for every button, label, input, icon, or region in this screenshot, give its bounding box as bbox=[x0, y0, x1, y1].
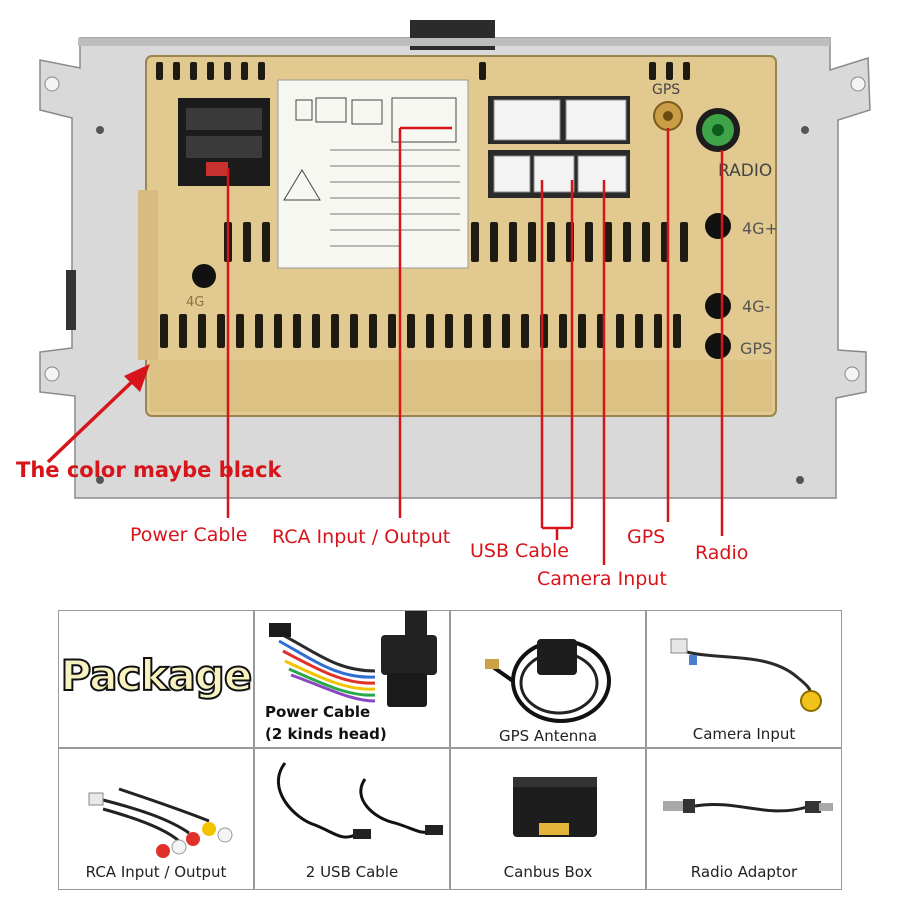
vent-slot bbox=[160, 314, 168, 348]
vent-slot bbox=[207, 62, 214, 80]
vent-slot bbox=[274, 314, 282, 348]
vent-slot bbox=[642, 222, 650, 262]
gps-antenna-caption: GPS Antenna bbox=[498, 727, 598, 745]
vent-slot bbox=[616, 314, 624, 348]
usb-callout: USB Cable bbox=[470, 540, 569, 562]
gps-antenna-image bbox=[485, 639, 611, 723]
vent-slot bbox=[509, 222, 517, 262]
vent-slot bbox=[483, 314, 491, 348]
usb-cable-caption: 2 USB Cable bbox=[305, 863, 399, 881]
power-cable-callout: Power Cable bbox=[130, 524, 248, 546]
gps-connector bbox=[653, 101, 683, 131]
vent-slot bbox=[445, 314, 453, 348]
spec-sticker bbox=[277, 79, 469, 269]
color-note: The color maybe black bbox=[16, 458, 282, 482]
gps-callout: GPS bbox=[627, 526, 666, 548]
vent-slot bbox=[666, 62, 673, 80]
package-item-canbus-box: Canbus Box bbox=[450, 748, 646, 890]
vent-slot bbox=[173, 62, 180, 80]
radio-adaptor-caption: Radio Adaptor bbox=[690, 863, 798, 881]
camera-input-caption: Camera Input bbox=[692, 725, 796, 743]
vent-slot bbox=[559, 314, 567, 348]
vent-slot bbox=[604, 222, 612, 262]
camera-input-image bbox=[670, 638, 822, 712]
gps-lower-marking: GPS bbox=[740, 339, 772, 358]
vent-slot bbox=[258, 62, 265, 80]
vent-slot bbox=[547, 222, 555, 262]
power-cable-caption-line2: (2 kinds head) bbox=[265, 725, 387, 743]
vent-slot bbox=[673, 314, 681, 348]
rca-cable-image bbox=[88, 787, 233, 858]
vent-slot bbox=[471, 222, 479, 262]
antenna-holes bbox=[192, 213, 731, 359]
vent-slot bbox=[464, 314, 472, 348]
4g-plus-marking: 4G+ bbox=[742, 219, 778, 238]
vent-slot bbox=[479, 62, 486, 80]
vent-slot bbox=[623, 222, 631, 262]
power-cable-image bbox=[269, 611, 437, 707]
vent-slot bbox=[217, 314, 225, 348]
vent-slot bbox=[224, 62, 231, 80]
power-cable-caption: Power Cable (2 kinds head) bbox=[265, 701, 387, 745]
4g-minus-marking: 4G- bbox=[742, 297, 770, 316]
power-cable-caption-line1: Power Cable bbox=[265, 703, 371, 721]
power-connector bbox=[178, 98, 270, 186]
callout-lines bbox=[226, 126, 724, 565]
gps-port-marking: GPS bbox=[652, 82, 680, 98]
white-connectors bbox=[488, 96, 630, 198]
usb-cable-image bbox=[277, 762, 443, 839]
vent-slot bbox=[683, 62, 690, 80]
package-item-gps-antenna: GPS Antenna bbox=[450, 610, 646, 748]
vent-slot bbox=[198, 314, 206, 348]
radio-callout: Radio bbox=[695, 542, 749, 564]
vent-slot bbox=[236, 314, 244, 348]
vent-slot bbox=[680, 222, 688, 262]
package-item-rca: RCA Input / Output bbox=[58, 748, 254, 890]
vent-slot bbox=[255, 314, 263, 348]
package-item-usb-cable: 2 USB Cable bbox=[254, 748, 450, 890]
vent-slot bbox=[407, 314, 415, 348]
vent-slot bbox=[528, 222, 536, 262]
package-item-camera-input: Camera Input bbox=[646, 610, 842, 748]
canbus-box-image bbox=[513, 777, 597, 837]
vent-slot bbox=[388, 314, 396, 348]
vent-slot bbox=[578, 314, 586, 348]
vent-slot bbox=[156, 62, 163, 80]
canbus-box-caption: Canbus Box bbox=[503, 863, 593, 881]
vent-slot bbox=[331, 314, 339, 348]
radio-adaptor-image bbox=[663, 799, 833, 813]
vent-slot bbox=[241, 62, 248, 80]
rca-caption: RCA Input / Output bbox=[85, 863, 227, 881]
vent-slot bbox=[293, 314, 301, 348]
radio-connector bbox=[696, 108, 740, 152]
vent-slot bbox=[179, 314, 187, 348]
vent-slot bbox=[312, 314, 320, 348]
vent-slot bbox=[635, 314, 643, 348]
package-title: Package bbox=[60, 650, 253, 701]
left-4g-marking: 4G bbox=[186, 295, 204, 310]
vent-slot bbox=[490, 222, 498, 262]
radio-port-marking: RADIO bbox=[718, 161, 772, 181]
vent-slots-middle bbox=[224, 222, 688, 262]
vent-slot bbox=[350, 314, 358, 348]
vent-slot bbox=[585, 222, 593, 262]
rear-panel-photo: GPS RADIO 4G+ 4G- GPS 4G bbox=[39, 20, 871, 565]
vent-slots-bottom bbox=[160, 314, 681, 348]
vent-slot bbox=[502, 314, 510, 348]
vent-slot bbox=[243, 222, 251, 262]
rca-callout: RCA Input / Output bbox=[272, 526, 451, 548]
vent-slot bbox=[262, 222, 270, 262]
vent-slot bbox=[654, 314, 662, 348]
package-title-cell: Package bbox=[58, 610, 254, 748]
note-arrow bbox=[46, 364, 150, 464]
vent-slot bbox=[190, 62, 197, 80]
vent-slot bbox=[426, 314, 434, 348]
camera-callout: Camera Input bbox=[537, 568, 667, 590]
vent-slot bbox=[369, 314, 377, 348]
vent-slot bbox=[649, 62, 656, 80]
package-item-radio-adaptor: Radio Adaptor bbox=[646, 748, 842, 890]
package-item-power-cable: Power Cable (2 kinds head) bbox=[254, 610, 450, 748]
vent-slots-top bbox=[156, 62, 690, 80]
vent-slot bbox=[521, 314, 529, 348]
